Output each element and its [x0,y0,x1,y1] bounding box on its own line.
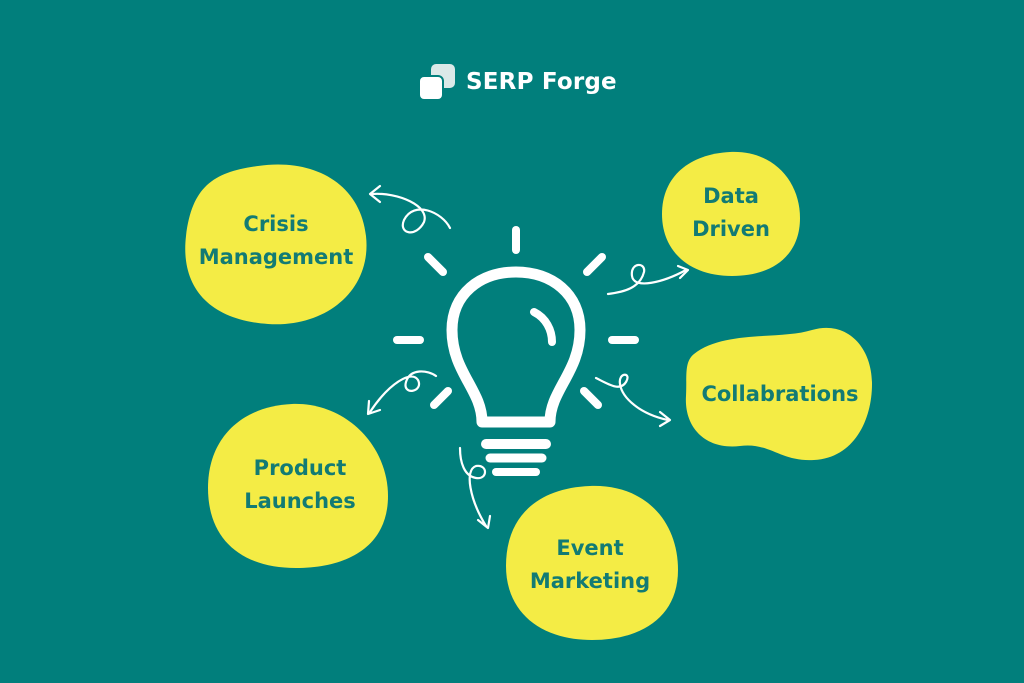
node-collabrations: Collabrations [690,374,870,414]
lightbulb-icon [446,266,586,476]
blob-crisis-management [185,164,367,325]
lightbulb-rays [393,226,639,409]
node-product-launches: Product Launches [210,440,390,530]
blob-product-launches [208,403,388,568]
blob-collabrations [685,327,872,461]
node-label: Data Driven [692,184,770,241]
stacked-squares-icon [418,64,455,101]
node-label: Event Marketing [529,536,651,593]
node-label: Product Launches [244,456,356,513]
node-event-marketing: Event Marketing [506,520,674,610]
arrow-to-collabrations [594,373,672,428]
arrow-to-crisis-management [368,184,452,234]
node-label: Collabrations [701,381,859,406]
blob-event-marketing [506,485,678,640]
blob-data-driven [662,151,800,276]
node-data-driven: Data Driven [662,168,800,258]
arrow-to-data-driven [606,263,690,296]
node-label: Crisis Management [198,212,354,269]
arrow-to-event-marketing [458,446,492,530]
brand-name: SERP Forge [466,69,617,95]
brand-logo: SERP Forge [418,60,617,104]
node-crisis-management: Crisis Management [186,196,366,286]
arrow-to-product-launches [366,370,438,416]
